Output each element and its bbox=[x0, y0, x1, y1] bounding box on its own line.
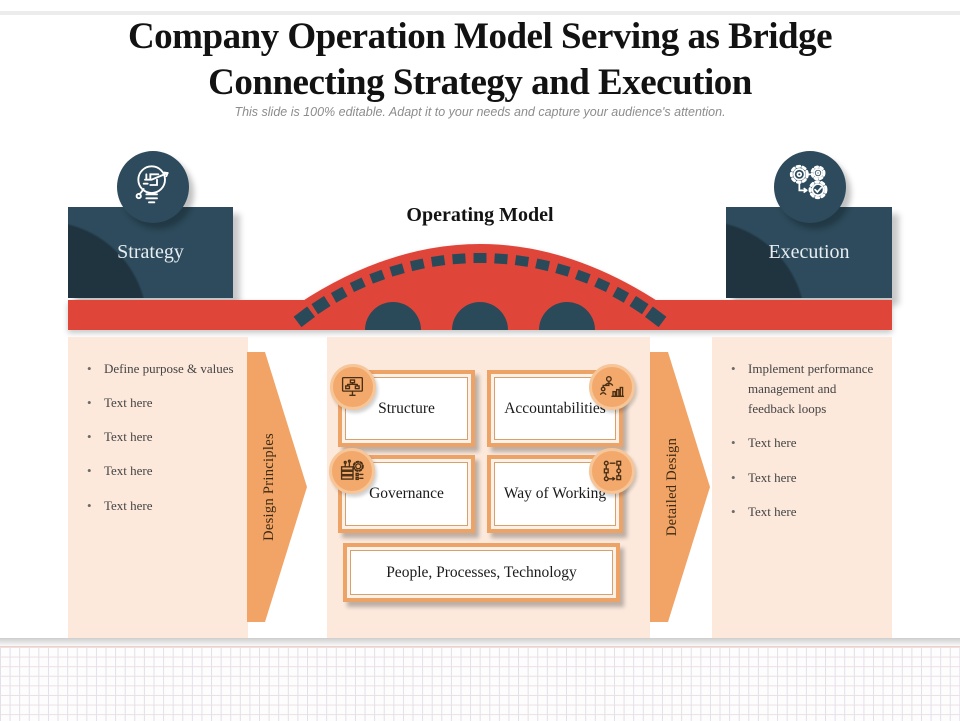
bullet-item: Text here bbox=[724, 433, 882, 453]
footer-shadow bbox=[0, 638, 960, 647]
execution-detail-panel: Implement performance management and fee… bbox=[712, 337, 892, 638]
bullet-item: Text here bbox=[80, 461, 238, 481]
execution-label: Execution bbox=[768, 241, 850, 263]
operating-model-label: Operating Model bbox=[406, 204, 554, 226]
strategy-bullet-list: Define purpose & values Text here Text h… bbox=[68, 337, 248, 516]
bullet-item: Text here bbox=[80, 496, 238, 516]
bridge-graphic bbox=[68, 244, 892, 330]
title-line-2: Connecting Strategy and Execution bbox=[208, 62, 752, 103]
execution-bullet-list: Implement performance management and fee… bbox=[712, 337, 892, 522]
org-structure-icon bbox=[330, 364, 376, 410]
bullet-item: Implement performance management and fee… bbox=[724, 359, 882, 419]
top-divider bbox=[0, 11, 960, 15]
way-of-working-box: Way of Working bbox=[487, 455, 623, 533]
grid-paper-footer bbox=[0, 646, 960, 721]
strategy-box: Strategy bbox=[68, 207, 233, 298]
title-line-1: Company Operation Model Serving as Bridg… bbox=[127, 16, 833, 57]
strategy-label: Strategy bbox=[117, 241, 184, 263]
page-title: Company Operation Model Serving as Bridg… bbox=[0, 14, 960, 106]
execution-circle-badge bbox=[774, 151, 846, 223]
operating-model-panel: Structure Accountabilities Governance Wa… bbox=[327, 337, 650, 638]
design-principles-arrow: Design Principles bbox=[247, 352, 307, 622]
bullet-item: Define purpose & values bbox=[80, 359, 238, 379]
governance-icon bbox=[329, 448, 375, 494]
subtitle: This slide is 100% editable. Adapt it to… bbox=[234, 105, 726, 119]
strategy-idea-icon bbox=[129, 161, 177, 214]
detailed-design-arrow: Detailed Design bbox=[650, 352, 710, 622]
accountabilities-box: Accountabilities bbox=[487, 370, 623, 447]
people-processes-technology-box: People, Processes, Technology bbox=[343, 543, 620, 602]
bullet-item: Text here bbox=[724, 502, 882, 522]
bullet-item: Text here bbox=[724, 468, 882, 488]
structure-box: Structure bbox=[338, 370, 475, 447]
workflow-icon bbox=[589, 448, 635, 494]
bullet-item: Text here bbox=[80, 427, 238, 447]
people-processes-technology-label: People, Processes, Technology bbox=[350, 550, 613, 595]
bullet-item: Text here bbox=[80, 393, 238, 413]
accountability-chart-icon bbox=[589, 364, 635, 410]
execution-gears-icon bbox=[786, 161, 834, 214]
structure-label: Structure bbox=[345, 377, 468, 440]
strategy-circle-badge bbox=[117, 151, 189, 223]
strategy-detail-panel: Define purpose & values Text here Text h… bbox=[68, 337, 248, 638]
